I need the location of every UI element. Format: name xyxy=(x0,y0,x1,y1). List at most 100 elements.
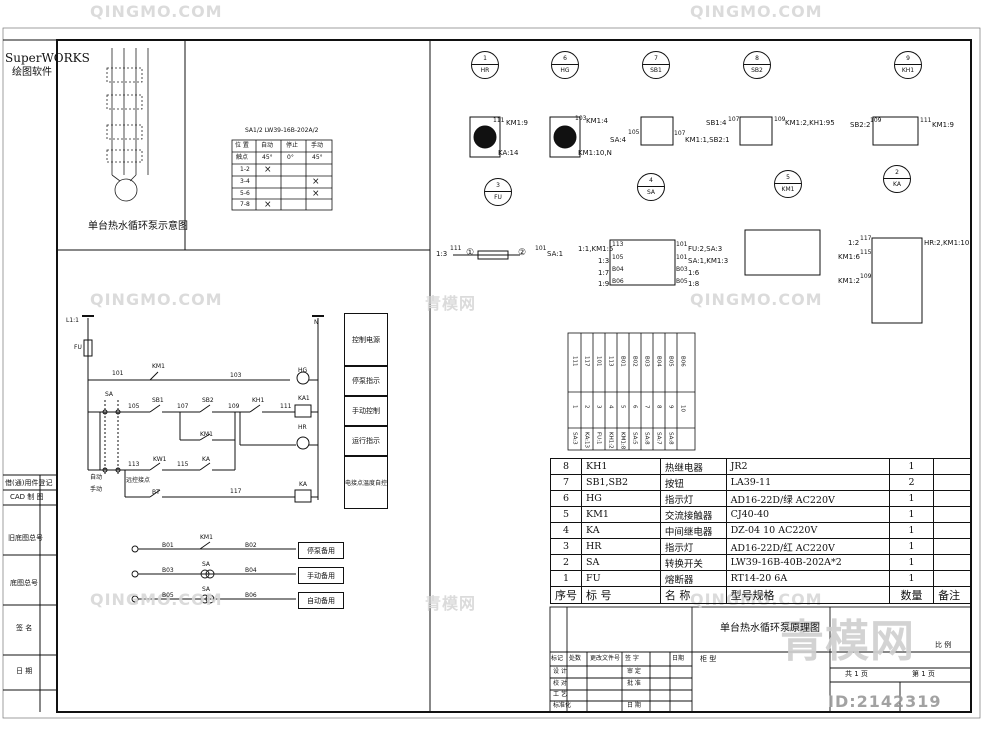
bom-cell xyxy=(933,474,971,491)
bom-cell: LW39-16B-40B-202A*2 xyxy=(725,554,890,571)
terminal-number: 1 xyxy=(571,405,578,409)
rev-header: 日期 xyxy=(672,655,685,662)
bom-cell: 1 xyxy=(888,538,935,555)
device-label: SA xyxy=(105,391,114,398)
watermark: QINGMO.COM xyxy=(90,590,223,609)
callout-code: KH1 xyxy=(901,67,915,74)
sheet-total: 共 1 页 xyxy=(845,670,868,678)
watermark: QINGMO.COM xyxy=(690,2,823,21)
margin-label: 签 名 xyxy=(16,624,33,632)
terminal-number: 6 xyxy=(631,405,638,409)
terminal-bottom: SA:8 xyxy=(667,432,674,445)
wire-label: 107 xyxy=(674,130,686,137)
device-label: KA1 xyxy=(298,395,310,402)
bom-cell: SA xyxy=(581,554,661,571)
wire-label: SA:1 xyxy=(547,250,564,258)
approval-label: 日 期 xyxy=(627,702,641,709)
device-label: HG xyxy=(298,367,308,374)
device-label: KM1 xyxy=(152,363,165,370)
bom-cell: 型号规格 xyxy=(725,586,890,604)
sa-mode: 手动 xyxy=(90,486,103,493)
bom-cell: 6 xyxy=(550,490,582,507)
callout-code: KM1 xyxy=(781,186,795,193)
wire-label: 1:1,KM1:5 xyxy=(578,245,614,253)
role-label: 工 艺 xyxy=(553,691,567,698)
wire-label: KM1:2 xyxy=(838,277,860,285)
bom-cell: 熔断器 xyxy=(659,570,727,587)
wire-label: 107 xyxy=(177,403,189,410)
watermark: QINGMO.COM xyxy=(90,2,223,21)
callout-number: 9 xyxy=(906,55,910,62)
bom-cell: 1 xyxy=(888,570,935,587)
switch-header: 位 置 xyxy=(235,142,249,149)
terminal-bottom: SA:3 xyxy=(571,432,578,445)
wire-label: B05 xyxy=(676,278,688,285)
scale-label: 比 例 xyxy=(935,641,952,649)
bom-cell: 名 称 xyxy=(659,586,727,604)
rev-header: 处数 xyxy=(569,655,582,662)
wire-label: SB2:2 xyxy=(850,121,871,129)
switch-pins: 3-4 xyxy=(240,178,250,185)
bom-cell xyxy=(933,490,971,507)
terminal-legend: 手动备用 xyxy=(298,567,344,584)
bom-cell: FU xyxy=(581,570,661,587)
terminal-number: 9 xyxy=(667,405,674,409)
terminal-bottom: KM1:8 xyxy=(619,432,626,450)
wire-label: 1:2 xyxy=(848,239,860,247)
bom-cell: 指示灯 xyxy=(659,538,727,555)
terminal-bottom: SA:7 xyxy=(655,432,662,445)
wire-label: HR:2,KM1:10 xyxy=(924,239,970,247)
bom-cell: 2 xyxy=(888,474,935,491)
terminal-number: 8 xyxy=(655,405,662,409)
switch-table-title: SA1/2 LW39-16B-202A/2 xyxy=(245,127,319,134)
switch-header: 自动 xyxy=(261,142,274,149)
fu-terminal-1: ① xyxy=(466,248,475,258)
terminal-bottom: SA:8 xyxy=(643,432,650,445)
wire-label: SA:1,KM1:3 xyxy=(688,257,729,265)
bom-cell: 2 xyxy=(550,554,582,571)
wire-label: 103 xyxy=(230,372,242,379)
callout-number: 2 xyxy=(895,169,899,176)
bom-cell: HG xyxy=(581,490,661,507)
device-label: SB2 xyxy=(202,397,214,404)
margin-label: 借(通)用件登记 xyxy=(5,479,53,487)
rev-header: 更改文件号 xyxy=(590,655,621,662)
wire-label: 101 xyxy=(112,370,124,377)
wire-label: 111 xyxy=(920,117,932,124)
bom-cell: KM1 xyxy=(581,506,661,523)
wire-label: SB1:4 xyxy=(706,119,727,127)
wire-label: KM1:10,N xyxy=(578,149,612,157)
switch-angle: 45° xyxy=(262,154,273,161)
callout-number: 6 xyxy=(563,55,567,62)
bom-cell xyxy=(933,458,971,475)
wire-label: 109 xyxy=(228,403,240,410)
legend-temp-control: 电接点温度自控 xyxy=(344,455,388,509)
wire-label: FU:2,SA:3 xyxy=(688,245,723,253)
logo-subtitle: 绘图软件 xyxy=(12,67,52,78)
watermark: 青模网 xyxy=(425,294,477,313)
callout-divider xyxy=(744,64,770,65)
wire-label: 115 xyxy=(177,461,189,468)
terminal-number: 10 xyxy=(679,405,686,412)
terminal-label: SA xyxy=(202,561,211,568)
terminal-number: 3 xyxy=(595,405,602,409)
terminal-label: SA xyxy=(202,586,211,593)
device-label: SB1 xyxy=(152,397,164,404)
terminal-label: KM1 xyxy=(200,534,213,541)
bom-cell: RT14-20 6A xyxy=(725,570,890,587)
terminal-label: B03 xyxy=(162,567,174,574)
callout-code: SB2 xyxy=(751,67,763,74)
terminal-label: B06 xyxy=(245,592,257,599)
switch-mark: × xyxy=(264,165,272,175)
callout-divider xyxy=(884,178,910,179)
wire-label: 1:3 xyxy=(598,257,610,265)
terminal-top: B05 xyxy=(667,356,674,367)
legend-run-indicator: 运行指示 xyxy=(344,425,388,457)
bom-cell: KA xyxy=(581,522,661,539)
